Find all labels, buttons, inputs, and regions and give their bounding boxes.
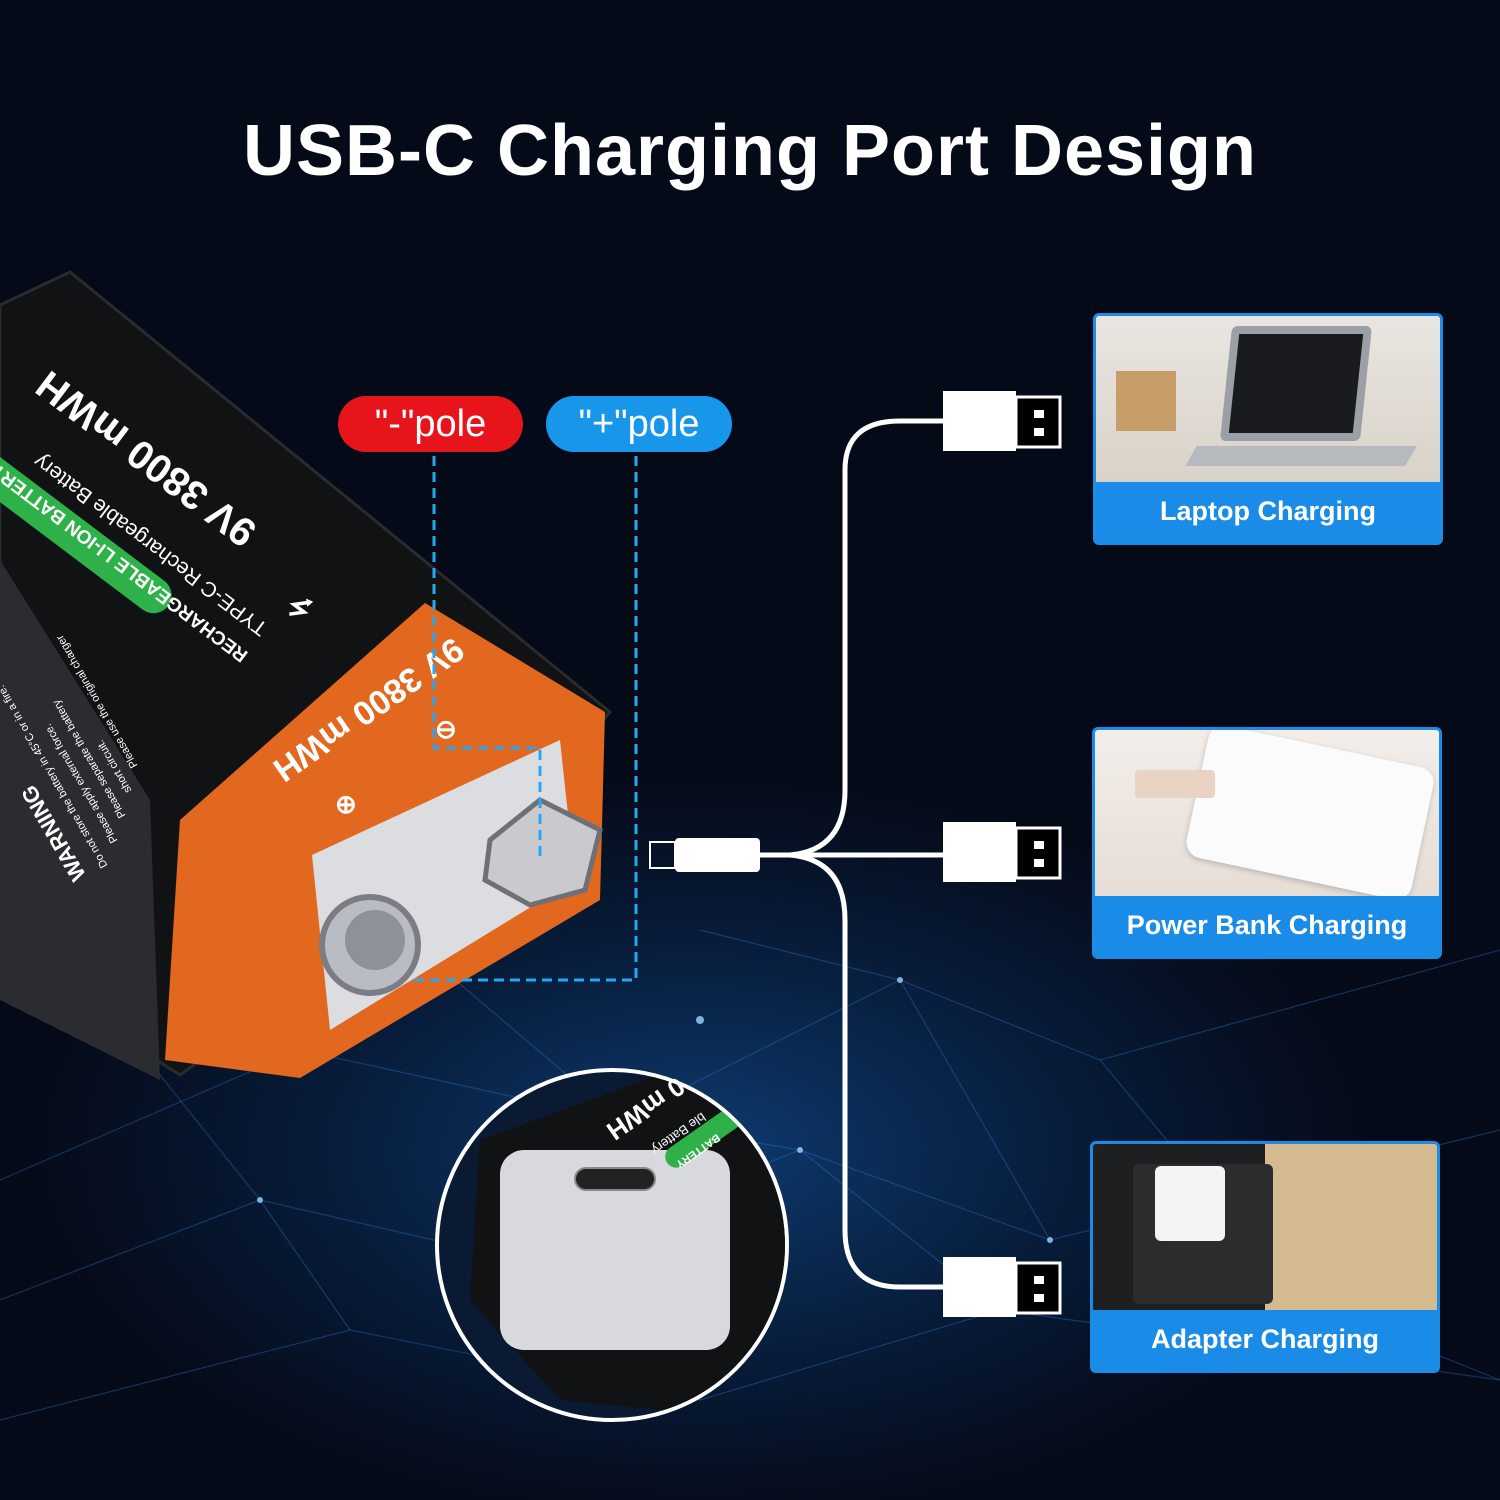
plus-terminal-icon: ⊕ [335,789,357,819]
card-label: Adapter Charging [1093,1310,1437,1370]
adapter-charging-card: Adapter Charging [1090,1141,1440,1373]
positive-pole-label: "+"pole [546,396,732,452]
minus-terminal-icon: ⊖ [435,714,457,744]
page-title: USB-C Charging Port Design [242,111,1258,191]
power-bank-charging-card: Power Bank Charging [1092,727,1442,959]
usb-c-plug [649,838,760,872]
card-label: Laptop Charging [1096,482,1440,542]
negative-pole-label: "-"pole [338,396,523,452]
laptop-charging-card: Laptop Charging [1093,313,1443,545]
laptop-icon [1096,316,1440,482]
card-label: Power Bank Charging [1095,896,1439,956]
wall-adapter-icon [1093,1144,1437,1310]
power-bank-icon [1095,730,1439,903]
